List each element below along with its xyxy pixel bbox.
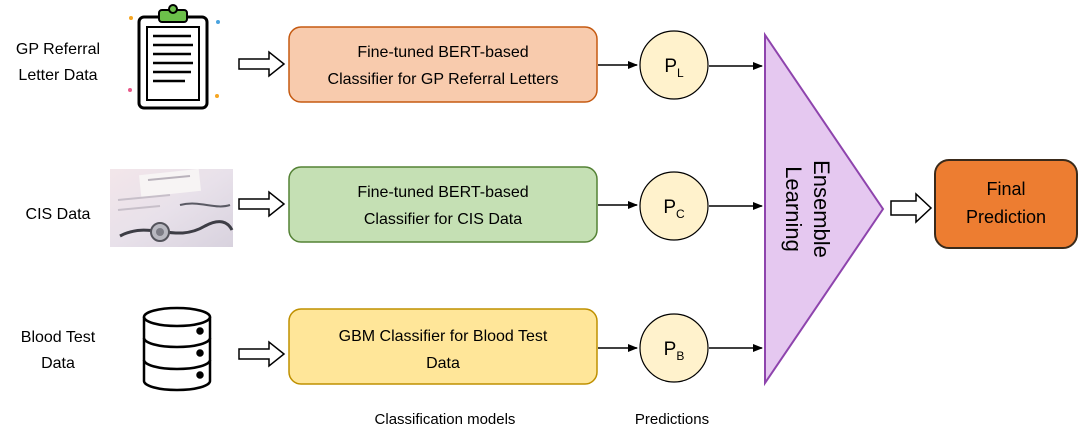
prediction-blood-subscript: B (676, 349, 684, 363)
prediction-node-cis: PC (639, 171, 709, 241)
hollow-arrow-blood (238, 340, 286, 368)
ensemble-label-line2: Learning (781, 166, 806, 252)
database-icon (142, 306, 212, 392)
final-label-line1: Final (986, 179, 1025, 199)
hollow-arrow-to-final (890, 192, 933, 224)
final-label-line2: Prediction (966, 207, 1046, 227)
prediction-node-blood: PB (639, 313, 709, 383)
classifier-box-cis: Fine-tuned BERT-based Classifier for CIS… (288, 166, 598, 243)
clipboard-icon (128, 4, 220, 110)
prediction-cis-letter: P (663, 197, 676, 218)
prediction-gp-letter: P (664, 56, 677, 77)
input-label-gp-line1: GP Referral (16, 41, 100, 58)
input-label-gp-line2: Letter Data (18, 67, 97, 84)
classifier-gp-line1: Fine-tuned BERT-based (357, 44, 528, 61)
final-prediction-box: Final Prediction (934, 159, 1078, 249)
svg-text:PC: PC (663, 197, 685, 221)
prediction-gp-subscript: L (677, 66, 684, 80)
prediction-cis-subscript: C (676, 207, 685, 221)
classifier-blood-line2: Data (426, 355, 460, 372)
input-label-cis: CIS Data (26, 206, 91, 223)
svg-text:PL: PL (664, 56, 684, 80)
medical-records-photo-icon (110, 168, 234, 247)
input-label-blood-line1: Blood Test (21, 329, 96, 346)
classifier-gp-line2: Classifier for GP Referral Letters (328, 71, 559, 88)
classifier-blood-line1: GBM Classifier for Blood Test (339, 328, 548, 345)
classifier-box-gp: Fine-tuned BERT-based Classifier for GP … (288, 26, 598, 103)
caption-predictions: Predictions (635, 411, 709, 428)
prediction-node-gp: PL (639, 30, 709, 100)
prediction-blood-letter: P (664, 339, 677, 360)
svg-text:PB: PB (664, 339, 685, 363)
ensemble-label-line1: Ensemble (809, 160, 834, 258)
classifier-cis-line1: Fine-tuned BERT-based (357, 184, 528, 201)
classifier-cis-line2: Classifier for CIS Data (364, 211, 522, 228)
hollow-arrow-gp (238, 50, 286, 78)
input-label-blood-line2: Data (41, 355, 75, 372)
ensemble-learning-block: Ensemble Learning (764, 31, 885, 387)
classifier-box-blood: GBM Classifier for Blood Test Data (288, 308, 598, 385)
caption-classification-models: Classification models (375, 411, 516, 428)
hollow-arrow-cis (238, 190, 286, 218)
